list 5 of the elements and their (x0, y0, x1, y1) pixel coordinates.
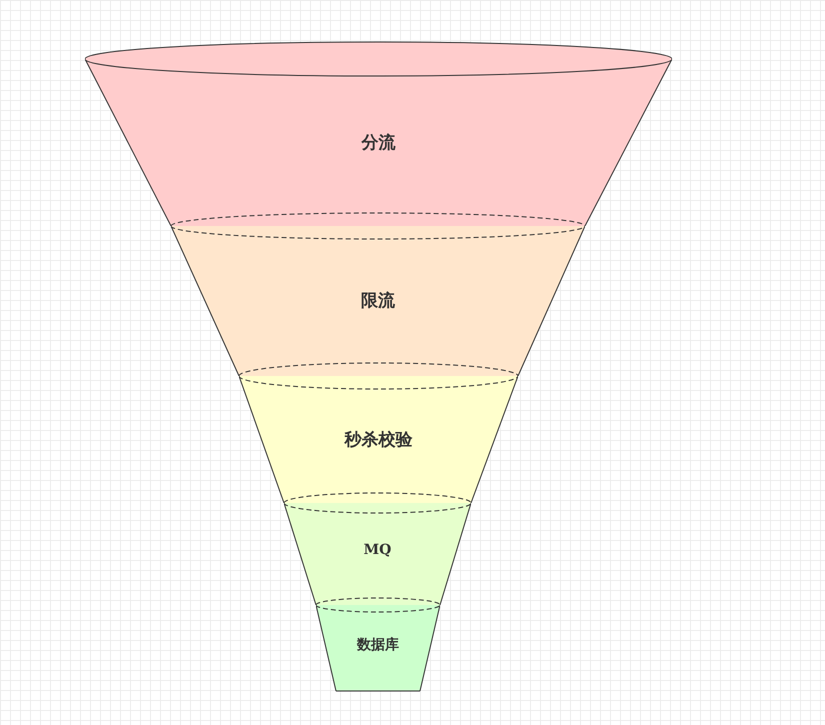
band-label: MQ (362, 542, 392, 558)
band-label: 分流 (360, 132, 396, 154)
band-label: 秒杀校验 (343, 428, 414, 450)
band-label: 限流 (360, 290, 396, 312)
band-label: 数据库 (356, 636, 400, 654)
